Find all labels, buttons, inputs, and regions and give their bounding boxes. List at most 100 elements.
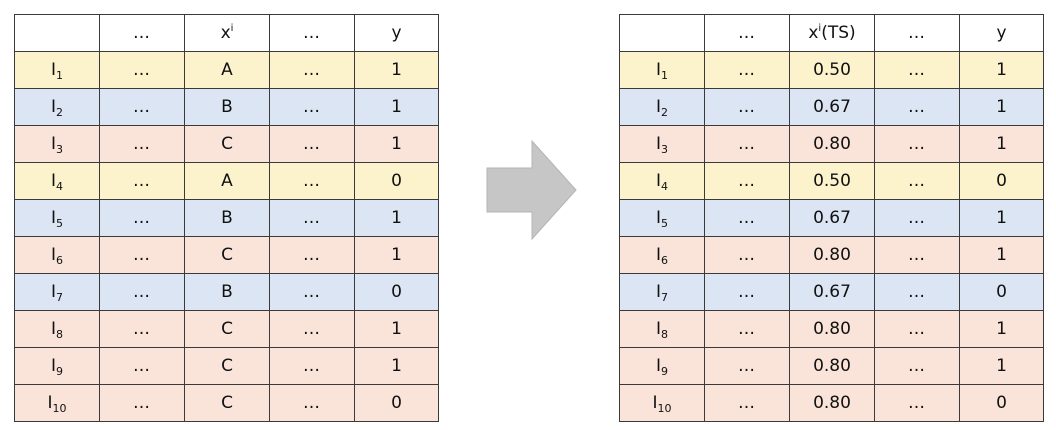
row-index-cell: I4: [619, 162, 705, 200]
row-index-subscript: 2: [661, 105, 668, 119]
row-index-cell: I10: [619, 384, 705, 422]
row-index-letter: I: [655, 170, 661, 191]
row-index-letter: I: [50, 59, 56, 80]
table-row: I1…0.50…1: [619, 51, 1044, 89]
ellipsis-cell: …: [99, 125, 185, 163]
table-row: I5…B…1: [14, 199, 439, 237]
row-index-subscript: 7: [56, 290, 63, 304]
feature-value-cell: 0.80: [789, 310, 875, 348]
row-index-subscript: 6: [56, 253, 63, 267]
row-index-subscript: 8: [661, 327, 668, 341]
ellipsis-cell: …: [704, 51, 790, 89]
row-index-letter: I: [655, 281, 661, 302]
row-index-subscript: 2: [56, 105, 63, 119]
target-value-cell: 1: [354, 347, 439, 385]
row-index-cell: I4: [14, 162, 100, 200]
row-index-subscript: 10: [657, 401, 672, 415]
ellipsis-cell: …: [874, 88, 960, 126]
feature-value-cell: 0.80: [789, 384, 875, 422]
feature-value-cell: C: [184, 384, 270, 422]
ellipsis-cell: …: [269, 273, 355, 311]
row-index-letter: I: [50, 281, 56, 302]
feature-value-cell: C: [184, 125, 270, 163]
row-index-subscript: 4: [56, 179, 63, 193]
row-index-subscript: 6: [661, 253, 668, 267]
table-row: I3…0.80…1: [619, 125, 1044, 163]
target-value-cell: 0: [959, 384, 1044, 422]
row-index-letter: I: [655, 355, 661, 376]
row-index-cell: I8: [14, 310, 100, 348]
row-index-subscript: 5: [56, 216, 63, 230]
feature-value-cell: 0.80: [789, 347, 875, 385]
feature-value-cell: C: [184, 347, 270, 385]
feature-value-cell: 0.67: [789, 199, 875, 237]
ellipsis-cell: …: [874, 310, 960, 348]
header-feature-label: x: [220, 22, 231, 43]
target-value-cell: 1: [354, 88, 439, 126]
ellipsis-cell: …: [99, 88, 185, 126]
ellipsis-cell: …: [269, 236, 355, 274]
row-index-subscript: 9: [56, 364, 63, 378]
ellipsis-cell: …: [704, 310, 790, 348]
header-feature-suffix: (TS): [821, 22, 856, 43]
feature-value-cell: 0.67: [789, 273, 875, 311]
ellipsis-cell: …: [269, 310, 355, 348]
table-row: I5…0.67…1: [619, 199, 1044, 237]
ellipsis-cell: …: [99, 162, 185, 200]
row-index-subscript: 9: [661, 364, 668, 378]
ellipsis-cell: …: [269, 51, 355, 89]
target-value-cell: 1: [354, 51, 439, 89]
target-value-cell: 1: [959, 199, 1044, 237]
row-index-cell: I8: [619, 310, 705, 348]
ellipsis-cell: …: [99, 236, 185, 274]
target-value-cell: 1: [959, 310, 1044, 348]
row-index-letter: I: [50, 96, 56, 117]
ellipsis-cell: …: [874, 51, 960, 89]
ellipsis-cell: …: [874, 347, 960, 385]
row-index-cell: I2: [14, 88, 100, 126]
ellipsis-cell: …: [269, 199, 355, 237]
row-index-cell: I6: [14, 236, 100, 274]
table-row: I7…0.67…0: [619, 273, 1044, 311]
table-row: I10…C…0: [14, 384, 439, 422]
ellipsis-cell: …: [704, 347, 790, 385]
ellipsis-cell: …: [269, 384, 355, 422]
row-index-cell: I9: [619, 347, 705, 385]
row-index-subscript: 3: [56, 142, 63, 156]
target-value-cell: 0: [354, 162, 439, 200]
ellipsis-cell: …: [269, 88, 355, 126]
header-cell-target: y: [959, 14, 1044, 52]
table-row: I4…A…0: [14, 162, 439, 200]
ellipsis-cell: …: [269, 125, 355, 163]
row-index-cell: I3: [619, 125, 705, 163]
header-cell-feature-ts: xi(TS): [789, 14, 875, 52]
header-cell-ellipsis: …: [874, 14, 960, 52]
target-value-cell: 1: [959, 236, 1044, 274]
target-value-cell: 1: [959, 125, 1044, 163]
header-feature-label: x: [808, 22, 819, 43]
row-index-letter: I: [50, 355, 56, 376]
row-index-letter: I: [655, 318, 661, 339]
row-index-subscript: 1: [661, 68, 668, 82]
table-row: I6…C…1: [14, 236, 439, 274]
target-value-cell: 0: [354, 273, 439, 311]
ellipsis-cell: …: [874, 162, 960, 200]
header-cell-index: [14, 14, 100, 52]
row-index-letter: I: [50, 170, 56, 191]
ellipsis-cell: …: [704, 199, 790, 237]
feature-value-cell: C: [184, 310, 270, 348]
feature-value-cell: A: [184, 51, 270, 89]
row-index-cell: I1: [14, 51, 100, 89]
row-index-letter: I: [655, 207, 661, 228]
row-index-cell: I9: [14, 347, 100, 385]
feature-value-cell: B: [184, 199, 270, 237]
ellipsis-cell: …: [704, 273, 790, 311]
target-value-cell: 0: [354, 384, 439, 422]
header-feature-superscript: i: [818, 22, 822, 34]
target-value-cell: 1: [959, 51, 1044, 89]
table-row: I9…0.80…1: [619, 347, 1044, 385]
row-index-letter: I: [655, 244, 661, 265]
